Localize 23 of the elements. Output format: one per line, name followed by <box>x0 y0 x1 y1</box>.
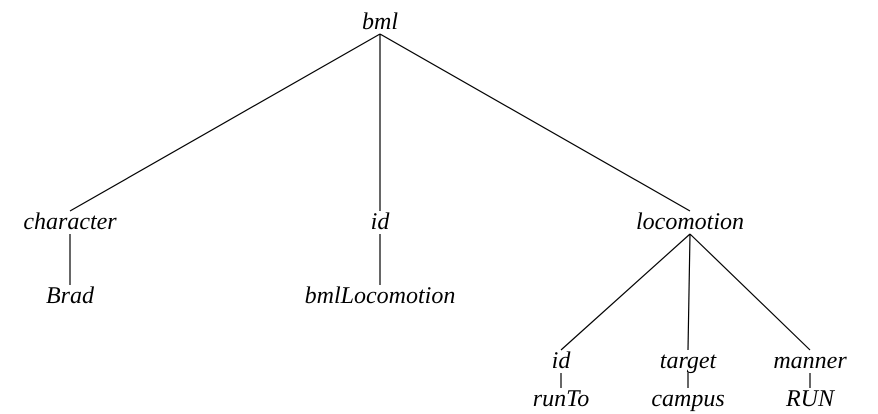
tree-node-label: RUN <box>785 387 835 411</box>
tree-node-label: Brad <box>45 284 95 308</box>
tree-edge <box>560 373 562 388</box>
tree-edge <box>70 33 380 212</box>
tree-edge <box>560 234 690 350</box>
tree-node-label: id <box>370 210 390 234</box>
tree-node-label: runTo <box>532 387 590 411</box>
tree-edge <box>690 234 810 350</box>
tree-node-label: bmlLocomotion <box>304 284 456 308</box>
tree-edge <box>687 373 689 388</box>
tree-node-label: id <box>550 349 572 373</box>
tree-edge <box>379 234 381 285</box>
tree-node-label: character <box>22 210 118 234</box>
tree-node-label: bml <box>361 10 399 34</box>
tree-node-label: campus <box>650 387 726 411</box>
tree-edge <box>379 34 381 211</box>
tree-edge <box>687 234 691 350</box>
tree-node-label: locomotion <box>635 210 745 234</box>
tree-edge <box>69 234 71 285</box>
tree-edge <box>380 33 690 212</box>
tree-node-label: target <box>658 349 718 373</box>
tree-node-label: manner <box>772 349 848 373</box>
tree-edge <box>809 373 811 388</box>
